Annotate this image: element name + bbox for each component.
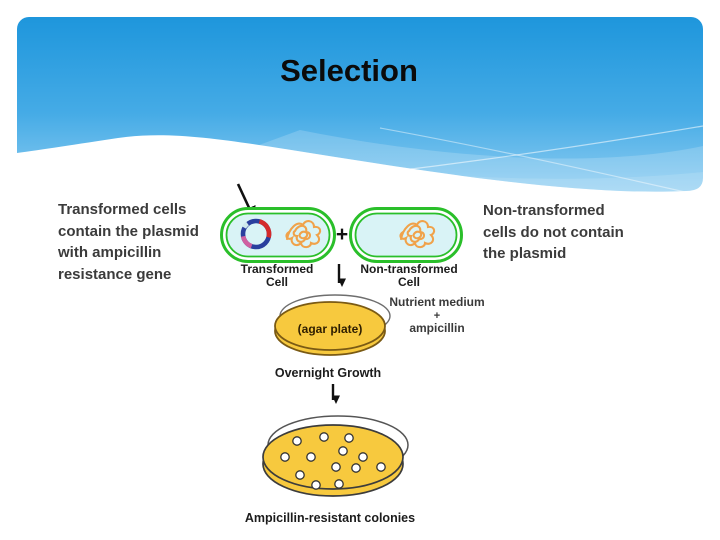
left-note-line: contain the plasmid: [58, 222, 199, 240]
header-banner: [17, 17, 704, 197]
non-transformed-cell-label: Non-transformed: [360, 262, 457, 276]
medium-line: ampicillin: [409, 321, 464, 335]
non-transformed-cell-label: Cell: [398, 275, 420, 289]
header-ribbon-light: [240, 149, 703, 192]
colonies-label: Ampicillin-resistant colonies: [245, 511, 415, 525]
header-hairline-1: [259, 125, 704, 187]
transformed-cell-label: Transformed: [241, 262, 314, 276]
colony-dot: [331, 462, 341, 472]
right-note-line: the plasmid: [483, 245, 567, 262]
right-note: Non-transformed cells do not contain the…: [483, 200, 653, 265]
agar-plate-small: (agar plate): [274, 294, 391, 356]
colony-dot: [351, 463, 361, 473]
right-note-line: Non-transformed: [483, 202, 605, 219]
left-note: Transformed cells contain the plasmid wi…: [58, 199, 228, 285]
right-note-line: cells do not contain: [483, 223, 624, 241]
colony-dot: [338, 446, 348, 456]
medium-caption: Nutrient medium + ampicillin: [389, 295, 484, 335]
medium-line: Nutrient medium: [389, 295, 484, 309]
colony-dot: [376, 462, 386, 472]
cell-inner-membrane: [354, 212, 458, 258]
plasmid-ring: [240, 218, 272, 250]
left-note-line: resistance gene: [58, 265, 172, 283]
colony-dot: [344, 433, 354, 443]
medium-line: +: [434, 310, 440, 322]
header-wave-shape: [17, 17, 703, 192]
colony-dot: [358, 452, 368, 462]
transformed-cell-label: Cell: [266, 275, 288, 289]
left-note-line: with ampicillin: [58, 244, 162, 261]
colony-dot: [311, 480, 321, 490]
colony-dot: [334, 479, 344, 489]
colony-dot: [306, 452, 316, 462]
header-hairline-2: [379, 127, 704, 197]
slide-title: Selection: [280, 53, 418, 88]
colony-dot: [280, 452, 290, 462]
agar-plate-label: (agar plate): [298, 322, 363, 336]
overnight-growth-label: Overnight Growth: [275, 366, 381, 380]
colony-dot: [319, 432, 329, 442]
colony-plate: [262, 415, 409, 497]
colony-dot: [295, 470, 305, 480]
agar-surface: [274, 301, 386, 351]
left-note-line: Transformed cells: [58, 201, 187, 218]
plus-sign: +: [336, 223, 348, 246]
colony-dot: [292, 436, 302, 446]
transformed-cell: [220, 207, 336, 263]
header-ribbon-upper: [240, 130, 703, 179]
non-transformed-cell: [349, 207, 463, 263]
colony-dots: [280, 432, 386, 490]
